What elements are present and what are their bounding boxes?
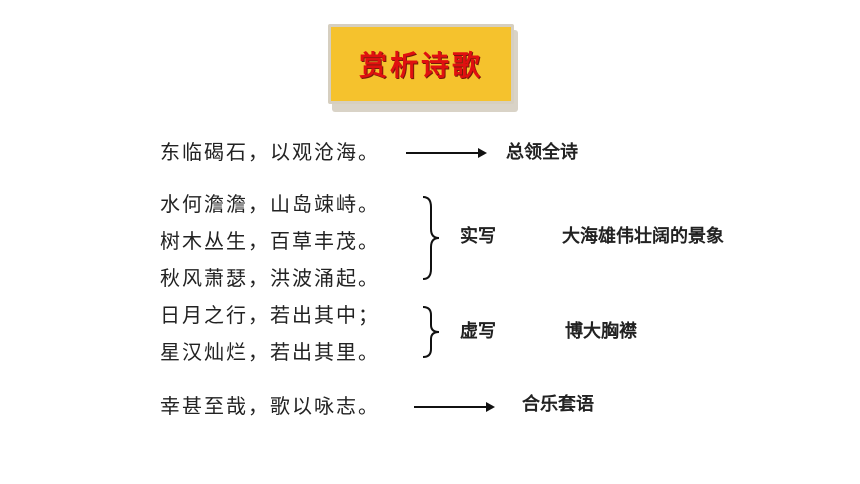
- brace-icon: [422, 306, 440, 358]
- poem-line-4: 秋风萧瑟，洪波涌起。: [160, 266, 380, 290]
- title-box: 赏析诗歌: [328, 24, 514, 104]
- brace-icon: [422, 196, 440, 280]
- poem-line-7: 幸甚至哉，歌以咏志。: [160, 394, 380, 418]
- arrow-right-icon: [406, 148, 487, 158]
- label-closing: 合乐套语: [522, 394, 594, 415]
- arrow-right-icon: [414, 402, 495, 412]
- label-real-desc: 大海雄伟壮阔的景象: [562, 226, 724, 247]
- title-banner: 赏析诗歌: [328, 24, 520, 112]
- poem-line-3: 树木丛生，百草丰茂。: [160, 229, 380, 253]
- label-real: 实写: [460, 226, 496, 247]
- label-virtual: 虚写: [460, 321, 496, 342]
- poem-line-1: 东临碣石，以观沧海。: [160, 140, 380, 164]
- page-title: 赏析诗歌: [358, 49, 483, 82]
- label-virtual-desc: 博大胸襟: [565, 321, 637, 342]
- label-overview: 总领全诗: [506, 142, 578, 163]
- poem-line-5: 日月之行，若出其中；: [160, 303, 380, 327]
- poem-line-6: 星汉灿烂，若出其里。: [160, 340, 380, 364]
- poem-line-2: 水何澹澹，山岛竦峙。: [160, 192, 380, 216]
